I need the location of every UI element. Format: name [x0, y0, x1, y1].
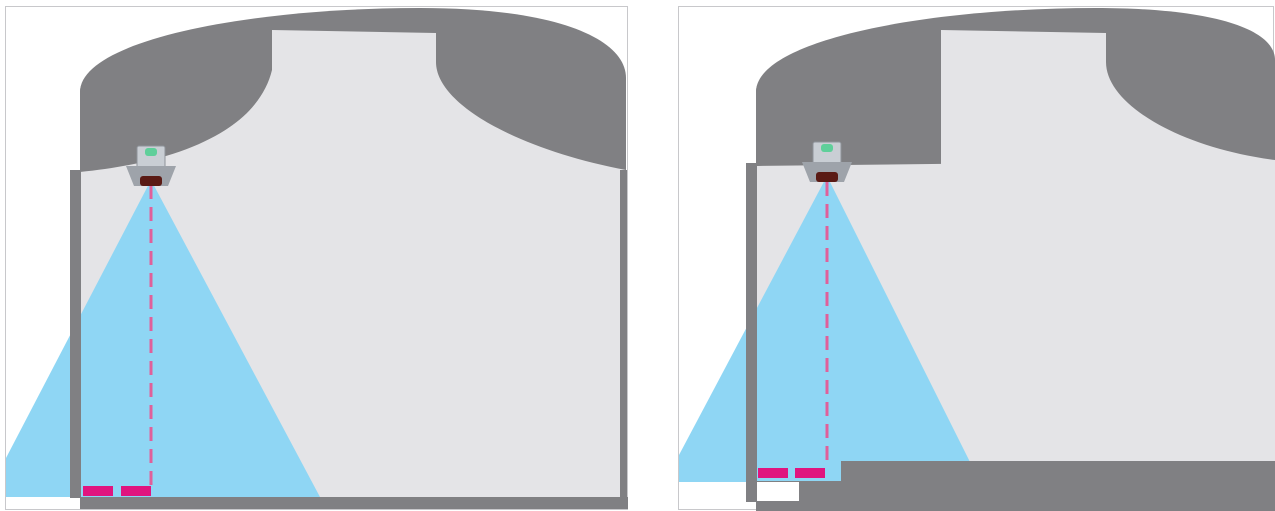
radar-sensor	[802, 141, 852, 182]
roof-left-gap	[80, 70, 272, 172]
target-2	[795, 468, 825, 478]
floor-gap	[757, 482, 799, 501]
sensor-lens-icon	[140, 176, 162, 186]
target-2	[121, 486, 151, 496]
roof-opening-right	[272, 30, 626, 170]
target-1	[83, 486, 113, 496]
right-diagram	[678, 6, 1275, 511]
tank-floor	[80, 497, 628, 509]
roof-opening	[941, 30, 1275, 166]
roof-left-shoulder	[80, 30, 272, 170]
target-1	[758, 468, 788, 478]
sensor-led-icon	[145, 148, 157, 156]
beam-outside	[6, 458, 70, 497]
left-panel	[0, 0, 630, 511]
sensor-lens-icon	[816, 172, 838, 182]
raised-step	[841, 461, 1275, 511]
left-diagram	[5, 6, 628, 510]
right-panel	[676, 0, 1275, 511]
left-wall	[746, 163, 757, 502]
left-wall-front	[70, 170, 81, 498]
sensor-led-icon	[821, 144, 833, 152]
radar-beam	[6, 180, 320, 497]
radar-sensor	[126, 145, 176, 186]
roof-left-shoulder	[756, 30, 941, 166]
right-wall	[620, 170, 627, 500]
